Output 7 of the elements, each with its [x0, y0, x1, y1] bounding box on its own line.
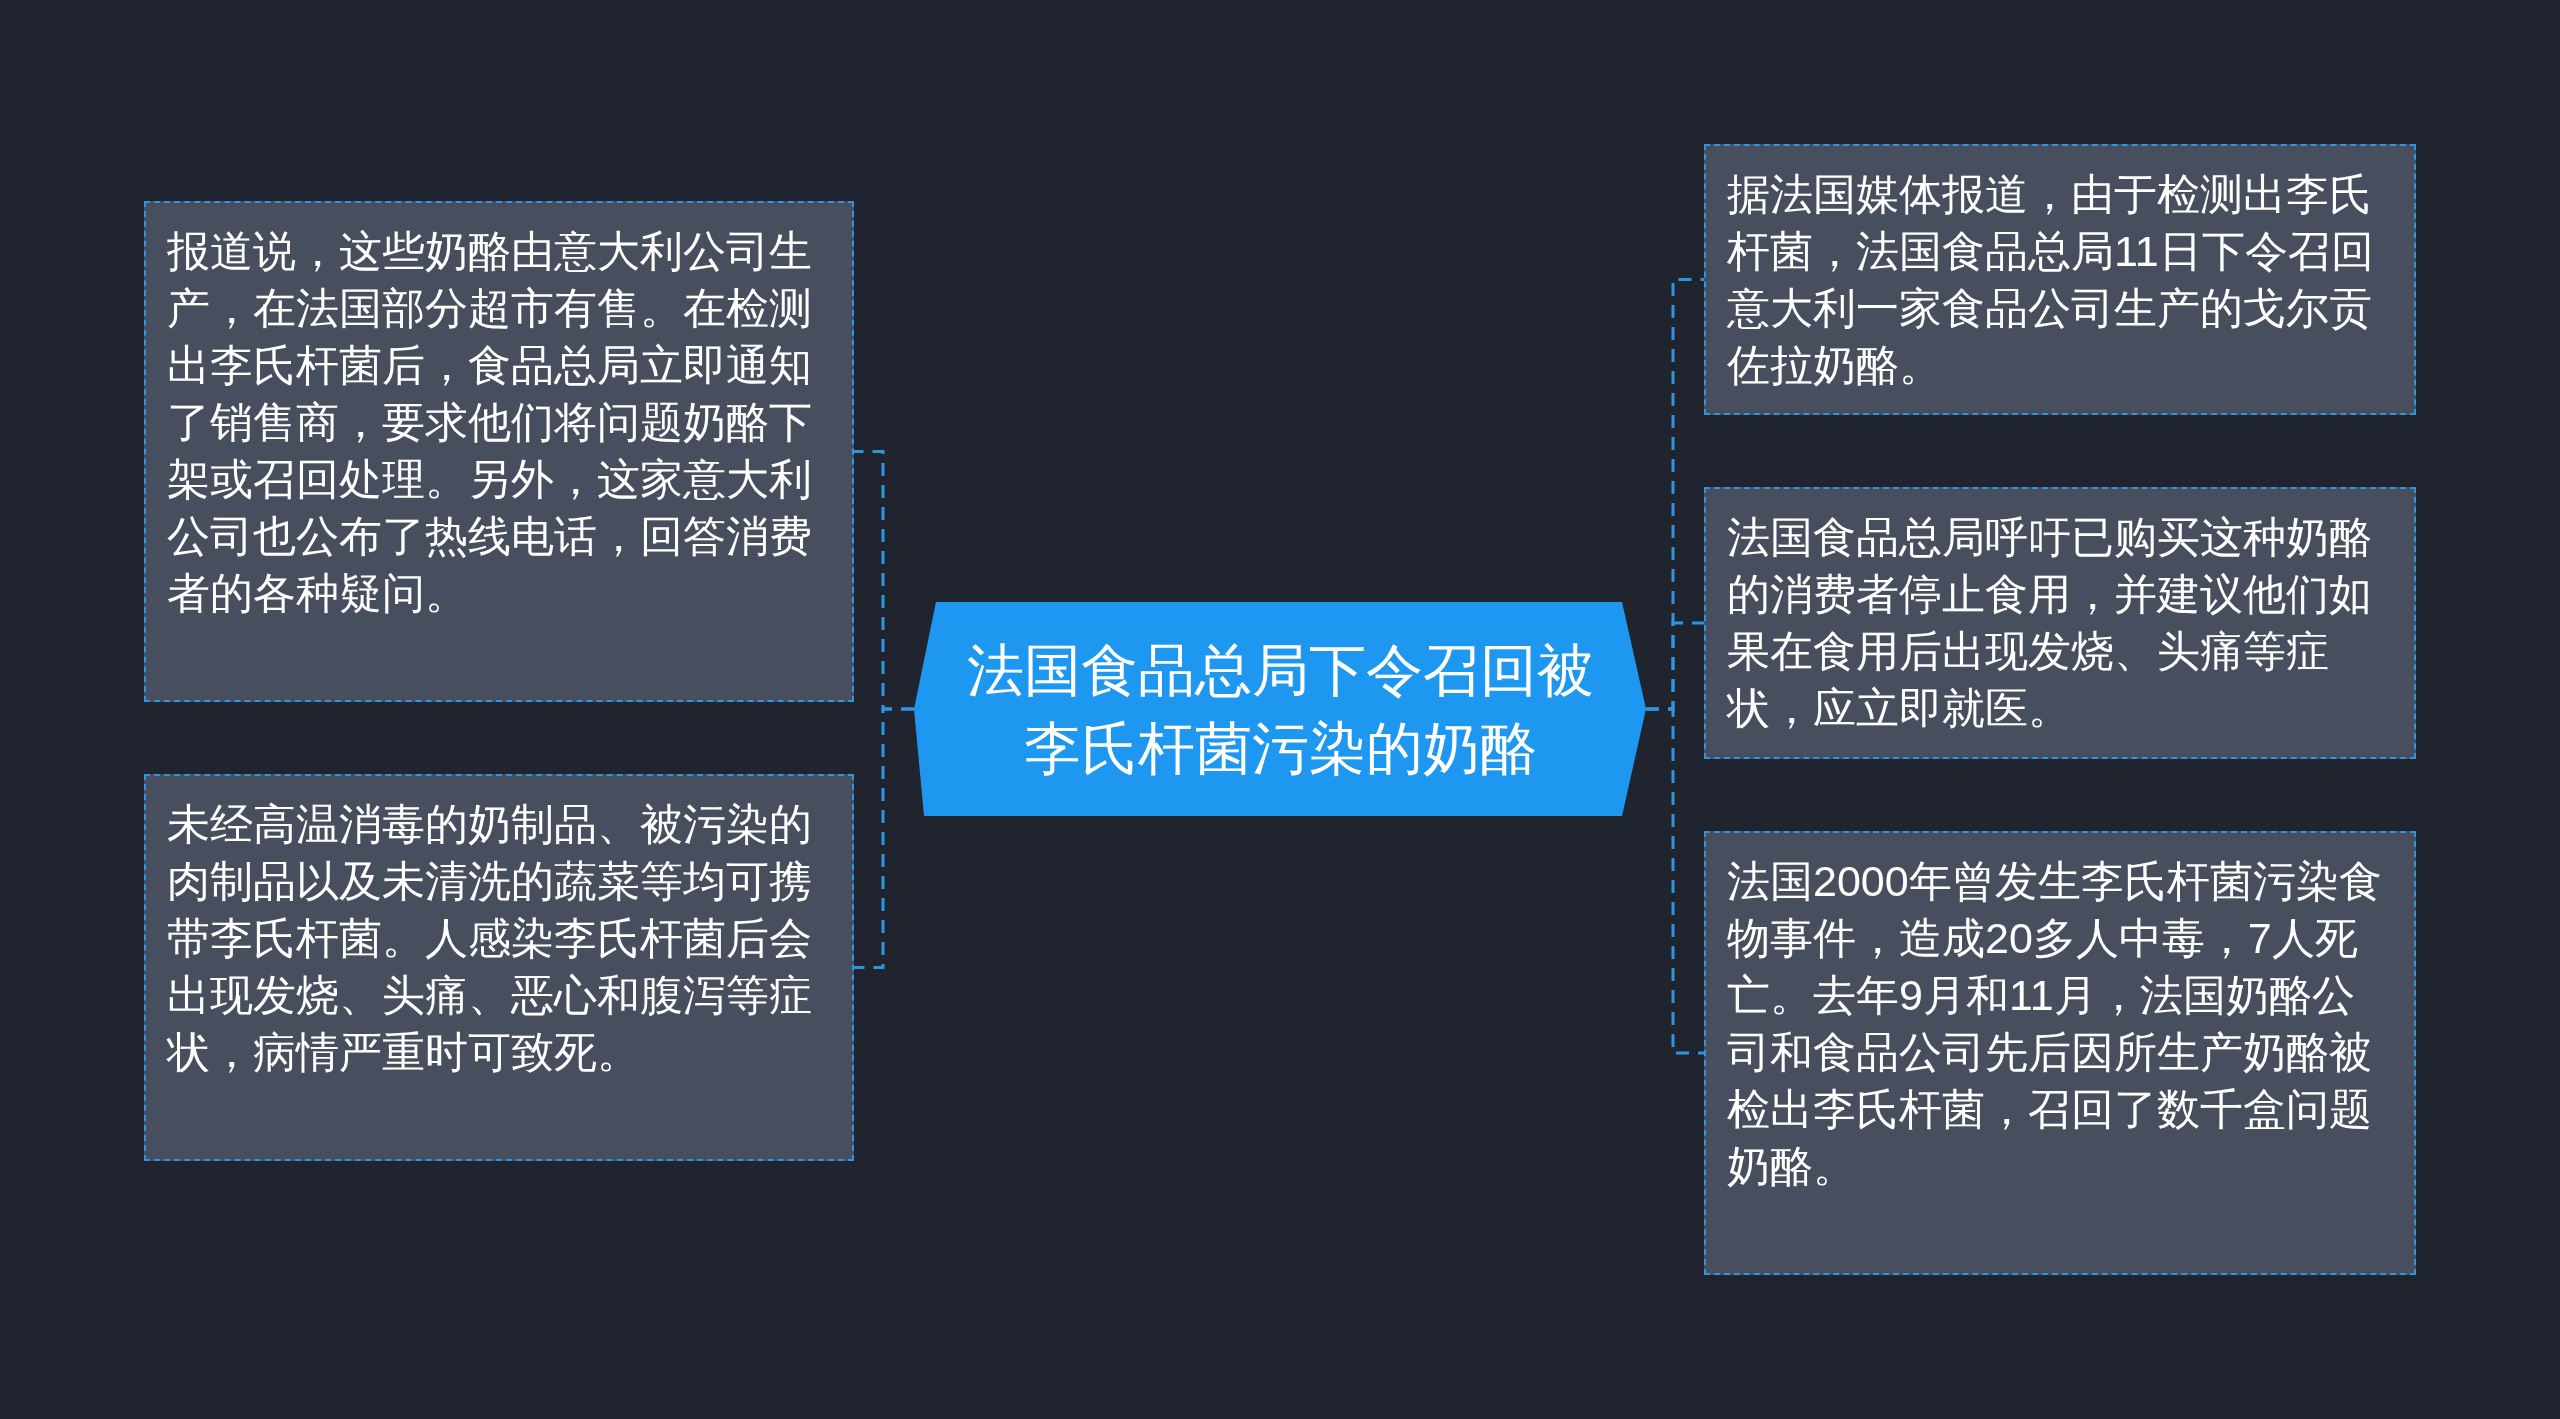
note-box: 未经高温消毒的奶制品、被污染的肉制品以及未清洗的蔬菜等均可携带李氏杆菌。人感染李氏杆菌后会出现发烧、头痛、恶心和腹泻等症状，病情严重时可致死。 — [144, 774, 854, 1161]
note-box: 法国食品总局呼吁已购买这种奶酪的消费者停止食用，并建议他们如果在食用后出现发烧、头痛等症状，应立即就医。 — [1704, 487, 2416, 759]
note-box: 据法国媒体报道，由于检测出李氏杆菌，法国食品总局11日下令召回意大利一家食品公司生产的戈尔贡佐拉奶酪。 — [1704, 144, 2416, 415]
note-box: 报道说，这些奶酪由意大利公司生产，在法国部分超市有售。在检测出李氏杆菌后，食品总局立即通知了销售商，要求他们将问题奶酪下架或召回处理。另外，这家意大利公司也公布了热线电话，回答消费者的各种疑问。 — [144, 201, 854, 702]
connector-line — [1646, 707, 1704, 1055]
note-box: 法国2000年曾发生李氏杆菌污染食物事件，造成20多人中毒，7人死亡。去年9月和11月，法国奶酪公司和食品公司先后因所生产奶酪被检出李氏杆菌，召回了数千盒问题奶酪。 — [1704, 831, 2416, 1275]
connector-line — [854, 707, 914, 969]
